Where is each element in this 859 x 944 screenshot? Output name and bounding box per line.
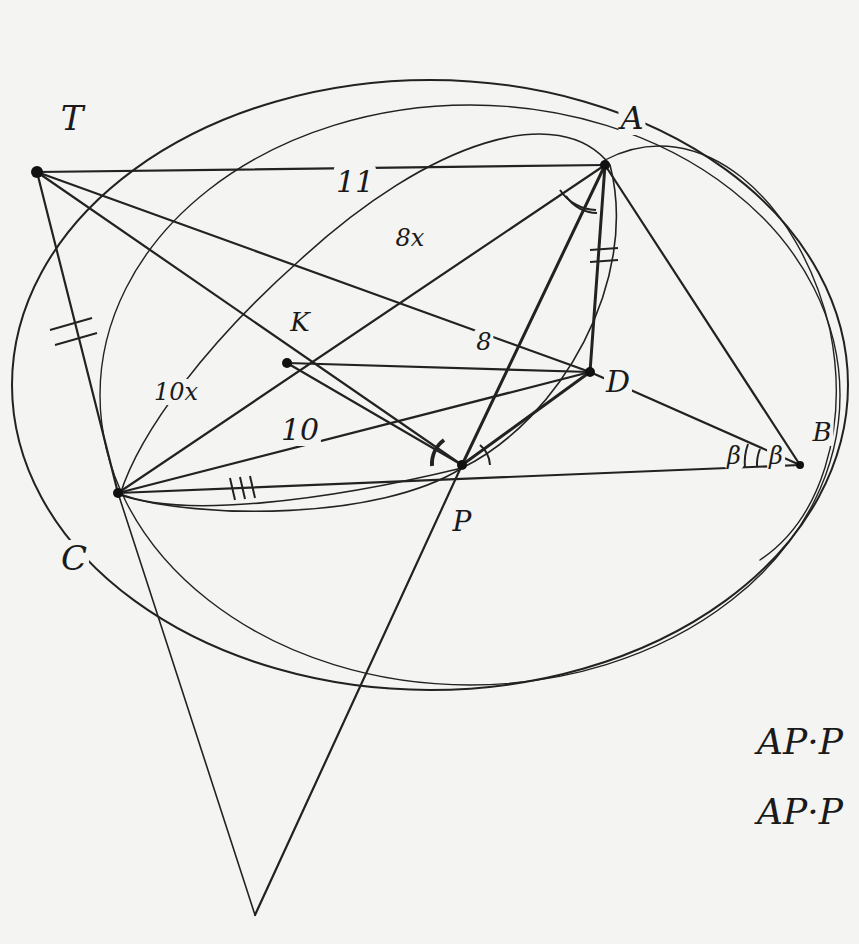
segment <box>605 165 800 465</box>
point <box>31 166 43 178</box>
circle <box>120 134 616 511</box>
circle <box>100 105 840 685</box>
segment <box>287 363 590 372</box>
length-label: 8 <box>474 329 493 355</box>
segment <box>118 372 590 493</box>
point <box>585 367 595 377</box>
note-text: AP·P <box>755 793 845 831</box>
length-label: 10x <box>152 379 200 405</box>
segment <box>118 493 255 915</box>
points <box>31 160 804 498</box>
angle-arc <box>566 196 597 213</box>
circle <box>12 80 848 690</box>
point-label: B <box>810 418 833 446</box>
segment <box>37 172 590 372</box>
tick-mark <box>590 248 618 250</box>
segment <box>118 165 605 493</box>
length-label: 8x <box>394 225 427 251</box>
point-label: K <box>288 308 311 336</box>
angle-marks <box>50 190 760 500</box>
tick-mark <box>50 318 92 330</box>
tick-mark <box>240 477 245 499</box>
segment <box>255 465 462 915</box>
length-label: 10 <box>279 414 321 446</box>
circles <box>12 80 848 690</box>
segments <box>37 165 800 915</box>
point <box>600 160 610 170</box>
angle-arc <box>757 449 760 467</box>
point <box>113 488 123 498</box>
length-label: 11 <box>334 166 376 198</box>
point <box>457 460 467 470</box>
angle-arc <box>432 440 444 466</box>
tick-mark <box>590 260 618 262</box>
point-label: T <box>59 100 86 136</box>
angle-arc <box>480 445 490 465</box>
segment <box>590 165 605 372</box>
point <box>282 358 292 368</box>
point-label: C <box>59 540 89 576</box>
tick-mark <box>55 333 97 345</box>
note-text: AP·P <box>755 723 845 761</box>
tick-mark <box>250 476 255 498</box>
point <box>796 461 804 469</box>
tick-mark <box>230 478 235 500</box>
arc <box>605 146 836 560</box>
segment <box>37 165 605 172</box>
segment <box>462 372 590 465</box>
point-label: D <box>604 366 632 398</box>
angle-label: β <box>725 443 743 469</box>
angle-arc <box>745 444 748 468</box>
angle-label: β <box>767 443 785 469</box>
point-label: P <box>451 507 474 537</box>
segment <box>462 165 605 465</box>
arc <box>118 468 462 506</box>
point-label: A <box>618 101 645 135</box>
